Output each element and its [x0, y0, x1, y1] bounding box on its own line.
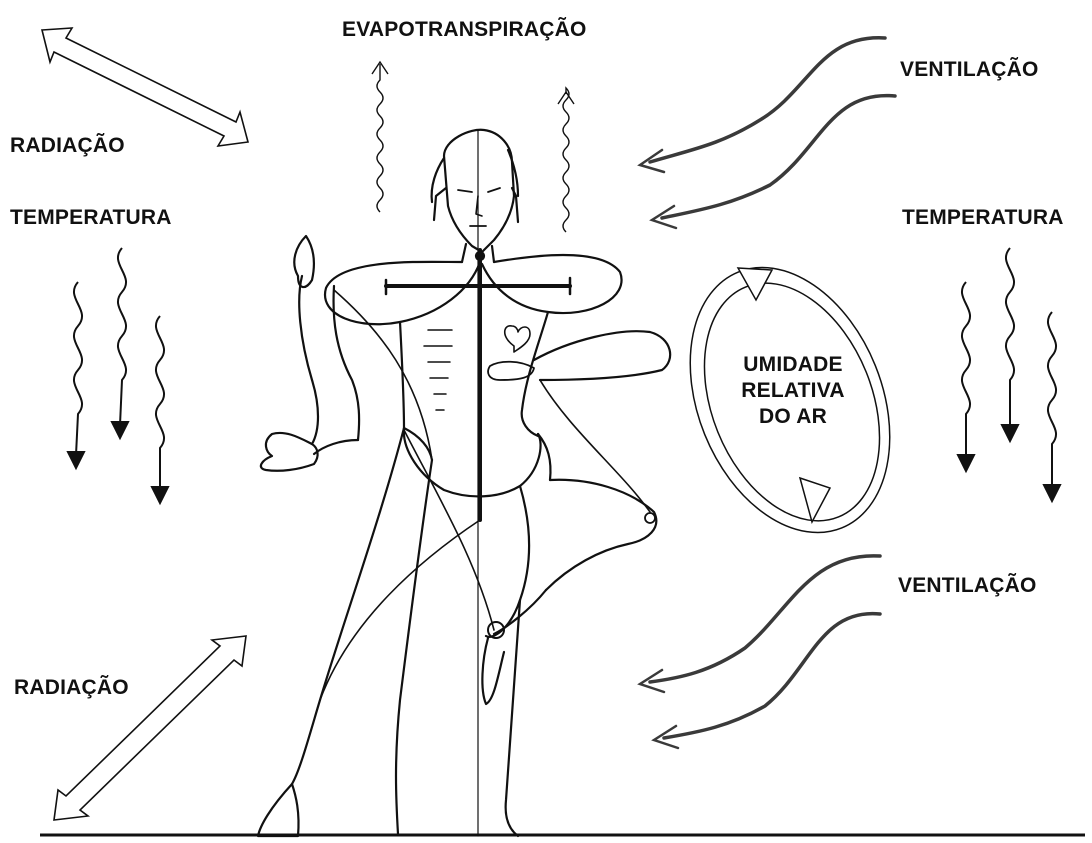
humidity-label: UMIDADE RELATIVA DO AR — [718, 352, 868, 430]
humidity-label-line1: UMIDADE — [718, 352, 868, 378]
radiation-label-top: RADIAÇÃO — [10, 134, 125, 158]
temperature-label-left: TEMPERATURA — [10, 206, 172, 230]
human-figure — [258, 130, 670, 836]
humidity-label-line2: RELATIVA — [718, 378, 868, 404]
evapotranspiration-arrows — [372, 62, 574, 232]
temperature-label-right: TEMPERATURA — [902, 206, 1064, 230]
ventilation-arrows-bottom — [640, 556, 880, 748]
radiation-label-bottom: RADIAÇÃO — [14, 676, 129, 700]
radiation-double-arrow-top — [42, 28, 248, 146]
radiation-double-arrow-bottom — [54, 636, 246, 820]
ventilation-arrows-top — [640, 38, 895, 228]
evapotranspiration-label: EVAPOTRANSPIRAÇÃO — [342, 18, 587, 42]
ventilation-label-bottom: VENTILAÇÃO — [898, 574, 1037, 598]
humidity-label-line3: DO AR — [718, 404, 868, 430]
temperature-arrows-left — [68, 248, 168, 503]
temperature-arrows-right — [958, 248, 1060, 501]
ventilation-label-top: VENTILAÇÃO — [900, 58, 1039, 82]
